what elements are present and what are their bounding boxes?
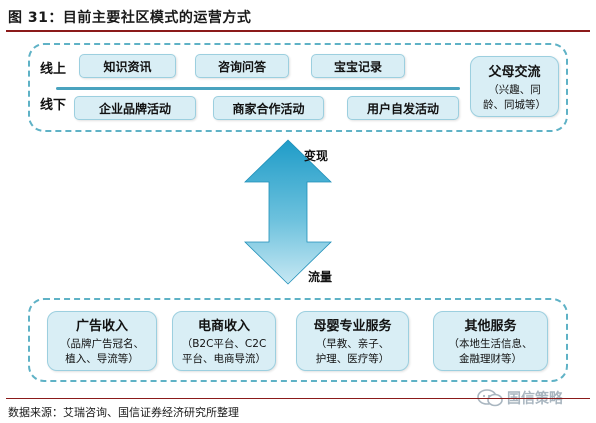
parent-exchange-title: 父母交流 [488, 64, 541, 80]
monetization-advertising: 广告收入 （品牌广告冠名、 植入、导流等） [47, 311, 157, 371]
monetization-title: 广告收入 [75, 319, 128, 334]
watermark: 国信策略 [477, 388, 563, 408]
online-item-qa: 咨询问答 [195, 54, 289, 78]
offline-item-merchant-events: 商家合作活动 [213, 96, 324, 120]
offline-item-user-events: 用户自发活动 [347, 96, 459, 120]
monetization-detail: （B2C平台、C2C [181, 338, 267, 350]
online-label: 线上 [40, 62, 67, 77]
figure-title: 图 31：目前主要社区模式的运营方式 [6, 8, 590, 32]
parent-exchange-detail-1: （兴趣、同 [488, 83, 541, 96]
wechat-icon [477, 389, 503, 407]
monetization-title: 母婴专业服务 [313, 319, 392, 334]
double-arrow-icon [244, 139, 332, 285]
offline-item-brand-events: 企业品牌活动 [74, 96, 196, 120]
monetization-title: 其他服务 [464, 319, 517, 334]
monetization-detail: （品牌广告冠名、 [60, 338, 144, 350]
arrow-label-traffic: 流量 [308, 270, 333, 284]
online-offline-frame [28, 43, 568, 132]
monetization-frame [28, 298, 568, 382]
online-offline-divider [56, 87, 460, 90]
monetization-detail: 护理、医疗等） [315, 353, 390, 365]
arrow-label-monetize: 变现 [304, 149, 329, 163]
monetization-detail: （早教、亲子、 [315, 338, 390, 350]
monetization-detail: 植入、导流等） [65, 353, 139, 365]
source-note: 数据来源：艾瑞咨询、国信证券经济研究所整理 [6, 398, 590, 423]
monetization-maternal-services: 母婴专业服务 （早教、亲子、 护理、医疗等） [296, 311, 409, 371]
online-item-baby-record: 宝宝记录 [311, 54, 405, 78]
monetization-detail: 金融理财等） [459, 353, 522, 365]
monetization-ecommerce: 电商收入 （B2C平台、C2C 平台、电商导流） [172, 311, 276, 371]
parent-exchange-box: 父母交流 （兴趣、同 龄、同城等） [470, 56, 559, 117]
parent-exchange-detail-2: 龄、同城等） [483, 98, 546, 111]
online-item-knowledge: 知识资讯 [79, 54, 176, 78]
offline-label: 线下 [40, 98, 67, 113]
monetization-detail: （本地生活信息、 [448, 338, 533, 350]
monetization-other-services: 其他服务 （本地生活信息、 金融理财等） [433, 311, 548, 371]
watermark-text: 国信策略 [507, 391, 563, 407]
monetization-detail: 平台、电商导流） [182, 353, 266, 365]
monetization-title: 电商收入 [197, 319, 250, 334]
